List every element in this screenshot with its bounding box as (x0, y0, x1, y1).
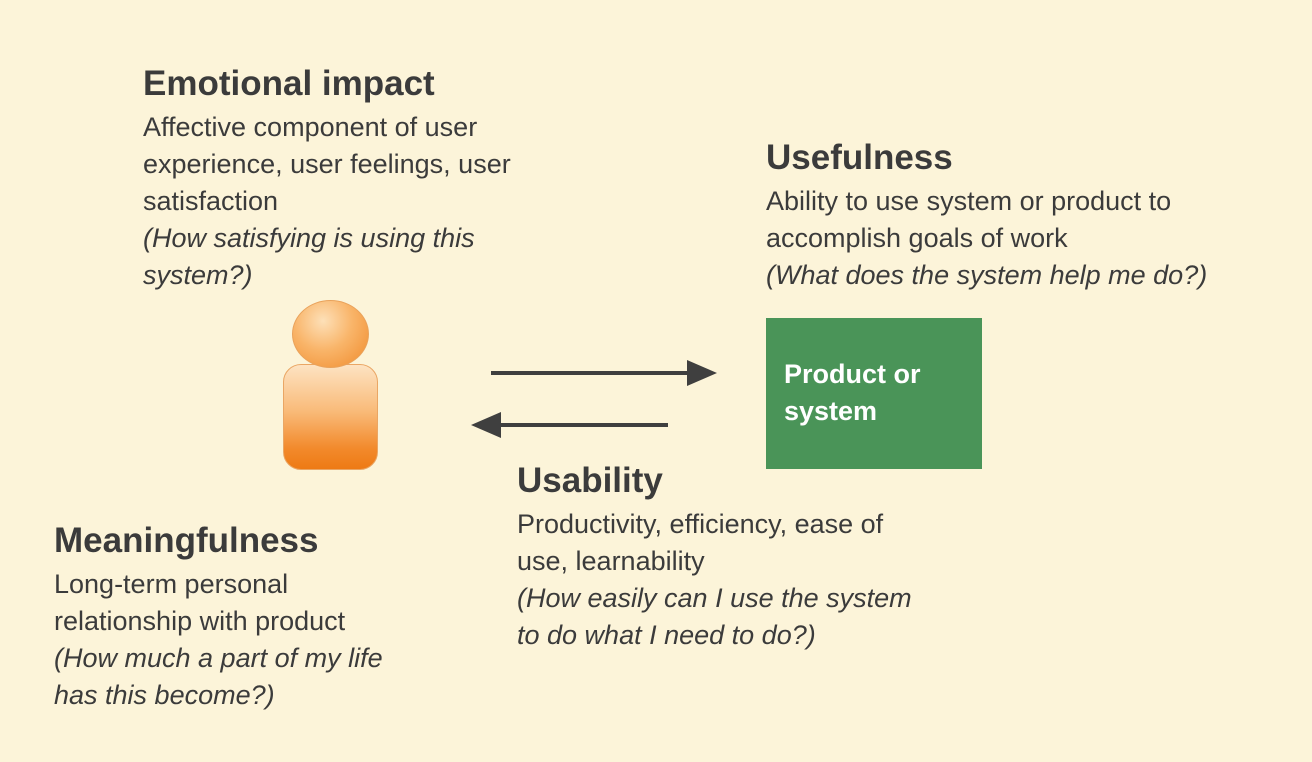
product-system-label-line: system (784, 396, 878, 426)
user-head-shape (292, 300, 369, 368)
emotional-impact-heading: Emotional impact (143, 64, 435, 103)
usability-question-line: to do what I need to do?) (517, 620, 816, 650)
usability-block: Usability Productivity, efficiency, ease… (517, 461, 987, 654)
usability-desc-line: use, learnability (517, 546, 705, 576)
arrow-left-icon (471, 412, 668, 438)
usefulness-heading: Usefulness (766, 138, 953, 177)
emotional-impact-desc-line: experience, user feelings, user (143, 149, 511, 179)
usefulness-block: Usefulness Ability to use system or prod… (766, 138, 1296, 294)
meaningfulness-desc-line: relationship with product (54, 606, 346, 636)
arrow-right-icon (491, 360, 717, 386)
product-system-label-line: Product or (784, 359, 921, 389)
meaningfulness-question-line: (How much a part of my life (54, 643, 383, 673)
meaningfulness-question-line: has this become?) (54, 680, 275, 710)
usefulness-desc-line: Ability to use system or product to (766, 186, 1172, 216)
user-figure-icon (280, 300, 380, 470)
emotional-impact-question-line: system?) (143, 260, 253, 290)
product-system-box: Product or system (766, 318, 982, 469)
emotional-impact-block: Emotional impact Affective component of … (143, 64, 593, 294)
emotional-impact-question-line: (How satisfying is using this (143, 223, 475, 253)
usefulness-desc-line: accomplish goals of work (766, 223, 1068, 253)
usability-question-line: (How easily can I use the system (517, 583, 912, 613)
user-body-shape (283, 364, 378, 470)
meaningfulness-desc-line: Long-term personal (54, 569, 289, 599)
meaningfulness-heading: Meaningfulness (54, 521, 319, 560)
emotional-impact-desc-line: satisfaction (143, 186, 279, 216)
interaction-arrows (471, 360, 717, 438)
usefulness-question-line: (What does the system help me do?) (766, 260, 1208, 290)
usability-heading: Usability (517, 461, 663, 500)
emotional-impact-desc-line: Affective component of user (143, 112, 478, 142)
usability-desc-line: Productivity, efficiency, ease of (517, 509, 884, 539)
meaningfulness-block: Meaningfulness Long-term personal relati… (54, 521, 474, 714)
product-system-label: Product or system (784, 356, 974, 430)
